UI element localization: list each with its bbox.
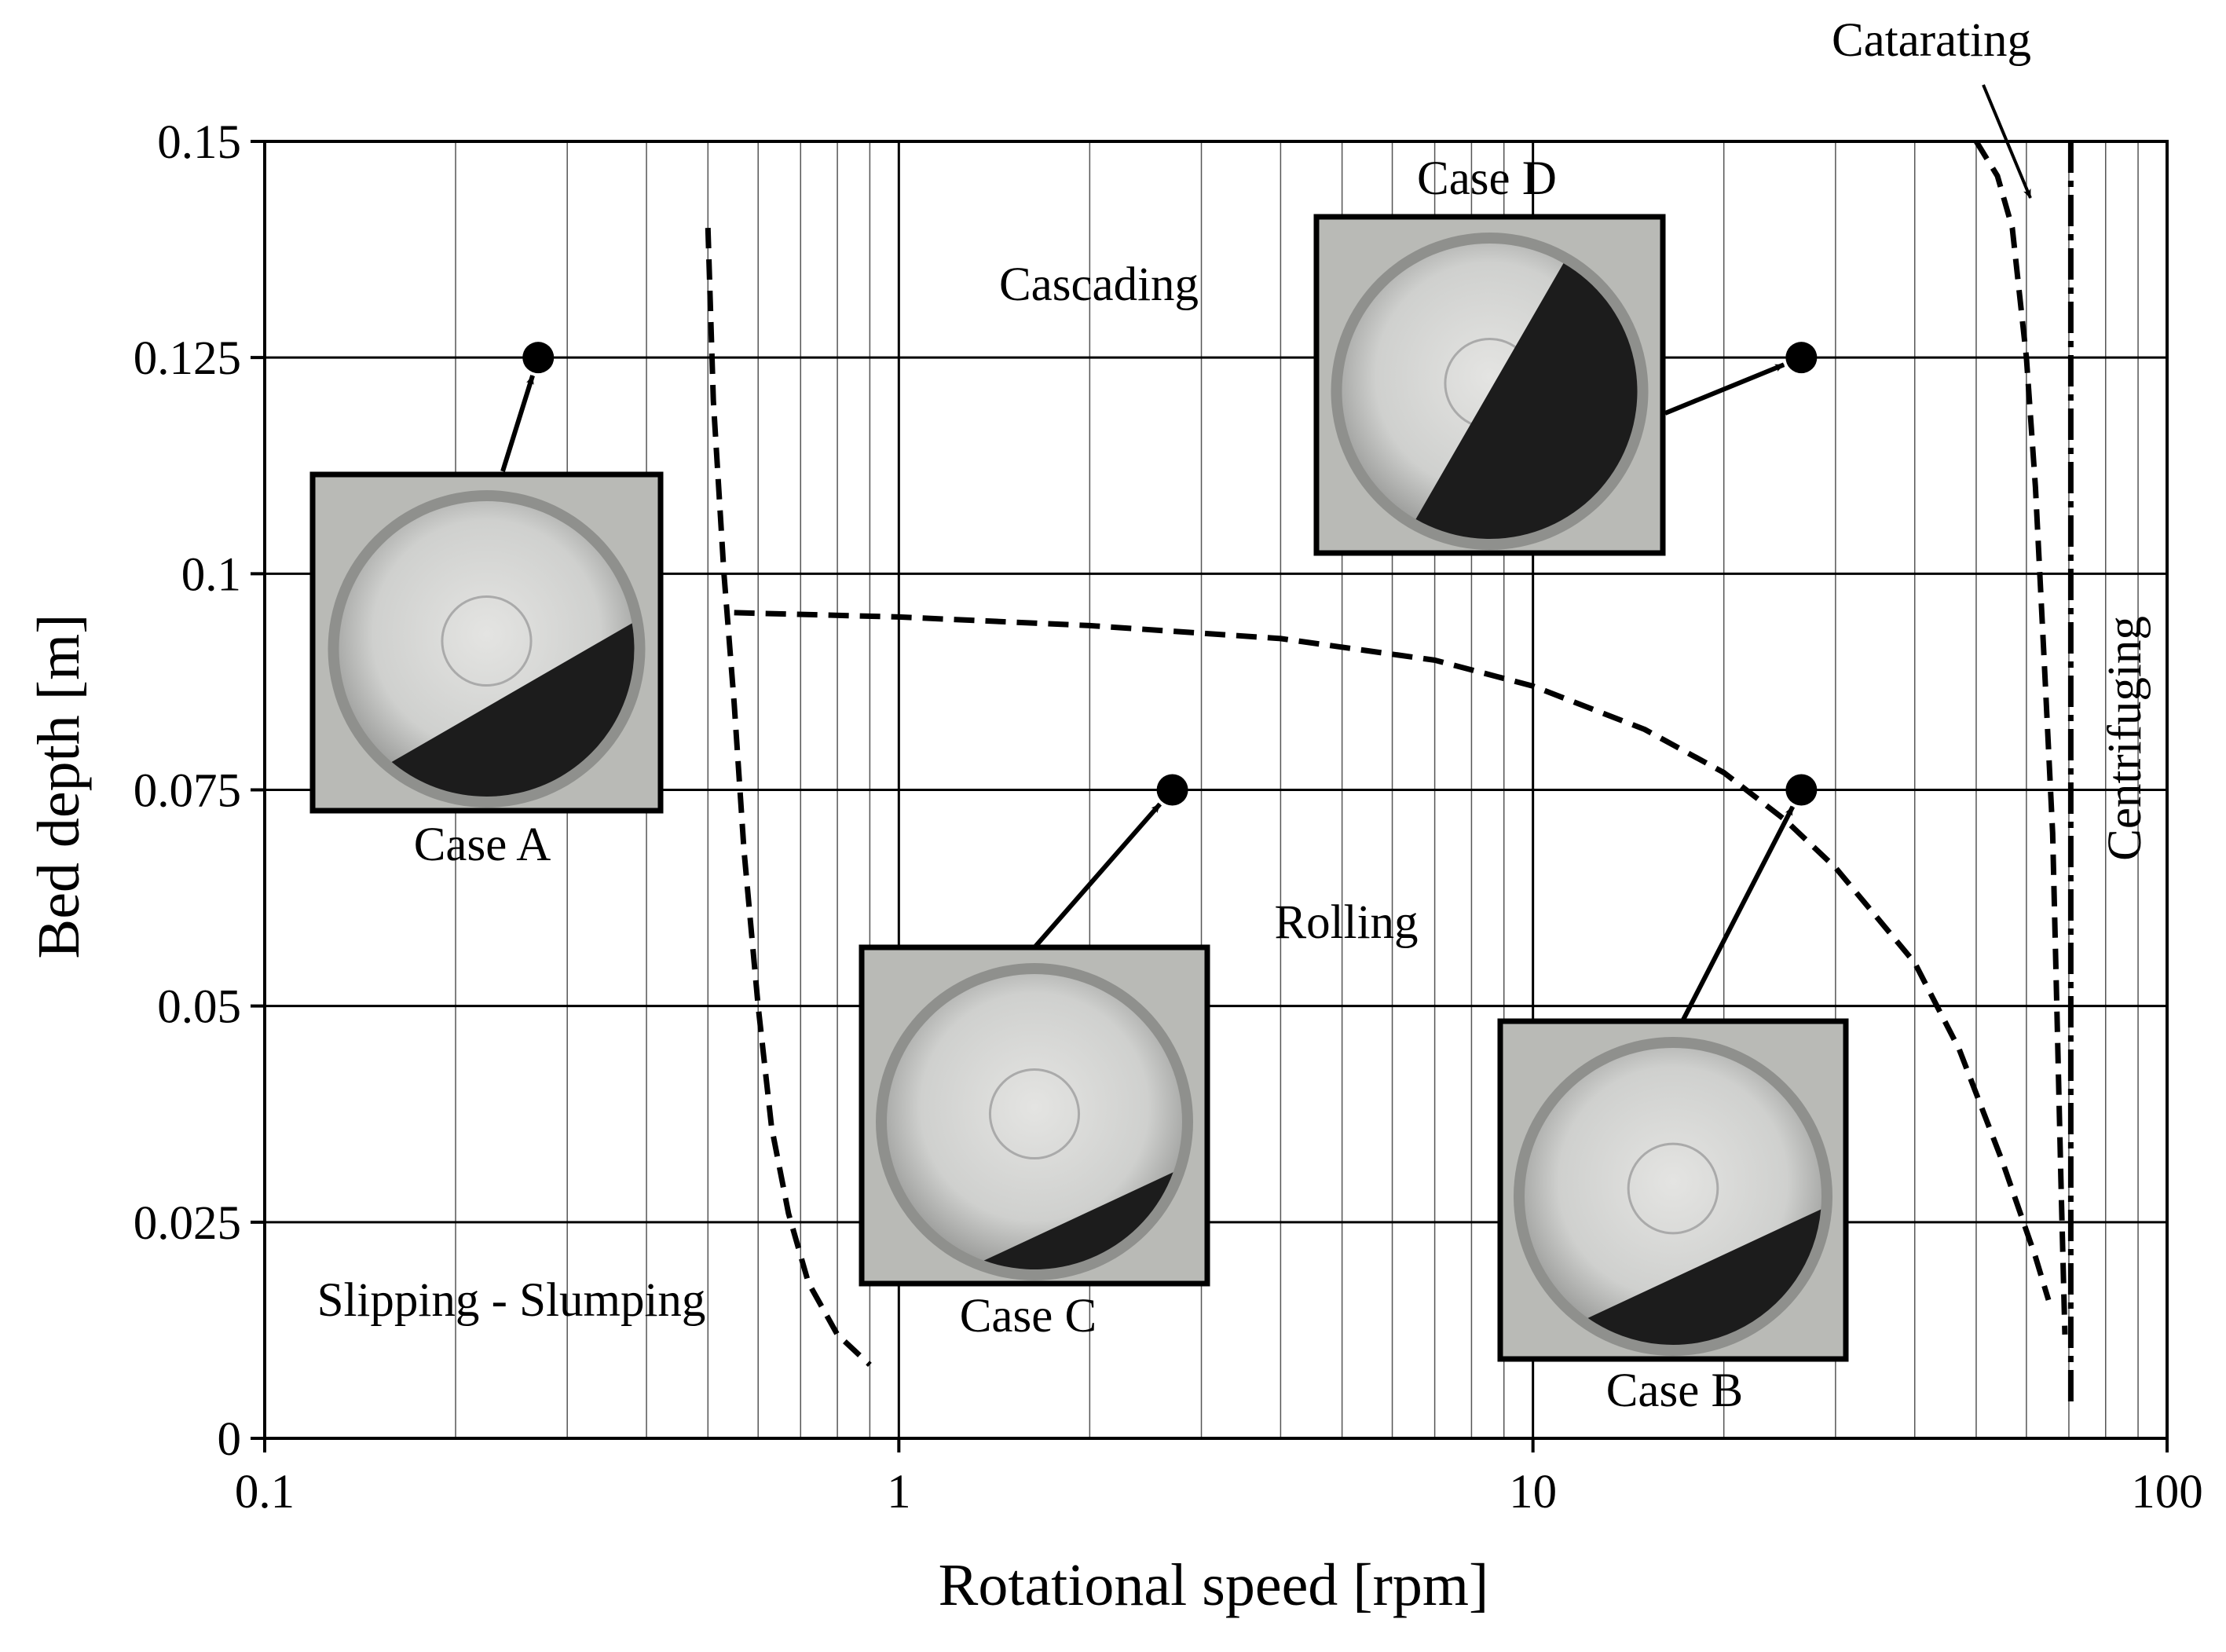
y-tick-label: 0 bbox=[218, 1413, 242, 1466]
photo-frame bbox=[859, 944, 1210, 1287]
drum-hub bbox=[1627, 1142, 1719, 1235]
case-label-c: Case C bbox=[960, 1290, 1097, 1342]
photo-frame bbox=[1313, 214, 1666, 556]
drum-window bbox=[887, 974, 1182, 1269]
case-photo-b bbox=[1497, 1018, 1849, 1362]
y-tick-label: 0.05 bbox=[157, 981, 241, 1034]
region-label-rolling: Rolling bbox=[1274, 896, 1418, 949]
x-tick-label: 1 bbox=[887, 1466, 911, 1518]
photo-frame bbox=[309, 471, 664, 814]
region-label-catarating: Catarating bbox=[1832, 14, 2031, 67]
case-point-d bbox=[1785, 342, 1818, 374]
y-tick-label: 0.15 bbox=[157, 116, 241, 169]
case-labels: Case A Case B Case C Case D bbox=[414, 152, 1744, 1417]
drum-hub bbox=[441, 595, 533, 687]
case-arrow-b bbox=[1680, 805, 1796, 1023]
x-axis-ticks: 0.1 1 10 100 bbox=[235, 1438, 2203, 1518]
case-photo-a bbox=[309, 471, 664, 814]
rolling-cascading-boundary bbox=[734, 610, 2052, 1301]
drum-hub bbox=[988, 1068, 1081, 1160]
cascading-catarating-boundary bbox=[1974, 140, 2068, 1335]
catarating-pointer-arrow bbox=[1982, 84, 2032, 199]
regime-boundaries bbox=[705, 140, 2074, 1404]
y-tick-label: 0.1 bbox=[181, 548, 241, 601]
case-markers bbox=[522, 342, 1818, 806]
slipping-rolling-boundary bbox=[705, 227, 872, 1367]
y-tick-label: 0.025 bbox=[134, 1197, 241, 1250]
photo-frame bbox=[1497, 1018, 1849, 1362]
region-label-centrifuging: Centrifuging bbox=[2099, 616, 2151, 861]
granular-bed bbox=[1415, 263, 1638, 539]
case-photos bbox=[309, 214, 1849, 1362]
case-point-a bbox=[522, 342, 555, 374]
case-label-d: Case D bbox=[1417, 152, 1557, 205]
case-arrow-a bbox=[500, 375, 535, 472]
case-label-b: Case B bbox=[1606, 1364, 1744, 1417]
case-photo-d bbox=[1313, 214, 1666, 556]
x-tick-label: 0.1 bbox=[235, 1466, 295, 1518]
region-label-cascading: Cascading bbox=[999, 258, 1199, 311]
granular-bed bbox=[983, 1172, 1173, 1269]
case-point-b bbox=[1785, 774, 1818, 806]
x-axis-title: Rotational speed [rpm] bbox=[939, 1552, 1489, 1618]
case-point-c bbox=[1156, 774, 1188, 806]
granular-bed bbox=[1587, 1209, 1821, 1345]
y-tick-label: 0.125 bbox=[134, 332, 241, 385]
y-axis-ticks: 0 0.025 0.05 0.075 0.1 0.125 0.15 bbox=[134, 116, 265, 1466]
case-arrow-d bbox=[1664, 362, 1785, 416]
x-tick-label: 100 bbox=[2131, 1466, 2203, 1518]
region-label-slipping-slumping: Slipping - Slumping bbox=[317, 1274, 706, 1327]
case-arrows bbox=[500, 362, 1796, 1023]
region-labels: Slipping - Slumping Rolling Cascading Ca… bbox=[317, 14, 2151, 1327]
x-tick-label: 10 bbox=[1509, 1466, 1557, 1518]
granular-bed bbox=[391, 623, 635, 797]
y-axis-title: Bed depth [m] bbox=[26, 614, 92, 958]
y-tick-label: 0.075 bbox=[134, 765, 241, 818]
case-photo-c bbox=[859, 944, 1210, 1287]
case-arrow-c bbox=[1033, 802, 1162, 948]
case-label-a: Case A bbox=[414, 819, 551, 871]
